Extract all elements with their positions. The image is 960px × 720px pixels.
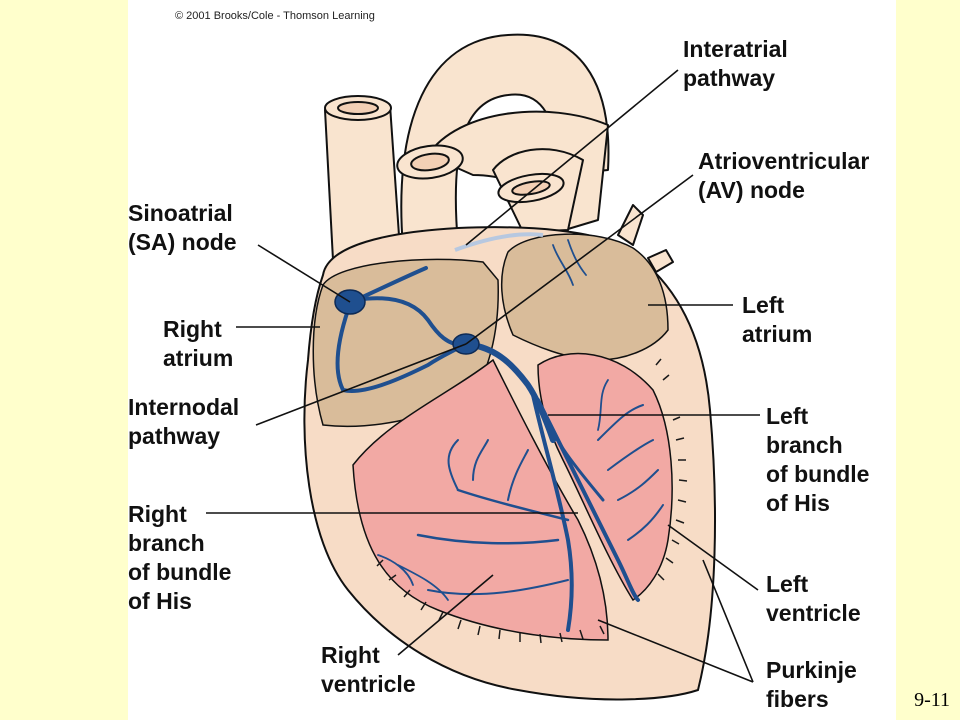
great-vessels xyxy=(324,33,674,273)
slide-number: 9-11 xyxy=(914,689,950,711)
leader-av-node xyxy=(465,174,694,345)
leader-purkinje-1 xyxy=(702,559,754,683)
label-line: Interatrial xyxy=(683,36,788,62)
heart-conduction-figure: © 2001 Brooks/Cole - Thomson Learning In… xyxy=(128,0,896,720)
label-line: Left xyxy=(766,571,809,597)
label-right-branch-bundle-of-his: Right branch of bundle of His xyxy=(128,500,231,616)
leader-interatrial xyxy=(465,69,679,246)
label-left-branch-bundle-of-his: Left branch of bundle of His xyxy=(766,402,869,518)
leader-purkinje-2 xyxy=(597,619,754,683)
copyright-notice: © 2001 Brooks/Cole - Thomson Learning xyxy=(175,10,375,22)
label-sa-node: Sinoatrial (SA) node xyxy=(128,199,237,257)
label-right-atrium: Right atrium xyxy=(163,315,233,373)
label-line: Left xyxy=(766,403,809,429)
leader-right-ventricle xyxy=(397,574,494,656)
right-ventricle-chamber xyxy=(352,358,609,641)
purkinje-fiber-marks xyxy=(376,358,688,644)
label-line: Left xyxy=(742,292,785,318)
leader-sa-node xyxy=(257,244,351,303)
label-line: Atrioventricular xyxy=(698,148,870,174)
label-line: Sinoatrial xyxy=(128,200,233,226)
label-line: Right xyxy=(128,501,187,527)
label-line: (SA) node xyxy=(128,229,237,255)
label-av-node: Atrioventricular (AV) node xyxy=(698,147,869,205)
label-line: of His xyxy=(128,588,192,614)
pulmonary-vein-2 xyxy=(647,249,674,273)
label-line: (AV) node xyxy=(698,177,805,203)
label-left-ventricle: Left ventricle xyxy=(766,570,861,628)
label-line: ventricle xyxy=(766,600,861,626)
label-line: Right xyxy=(163,316,222,342)
label-purkinje-fibers: Purkinje fibers xyxy=(766,656,857,714)
label-line: of His xyxy=(766,490,830,516)
label-line: Internodal xyxy=(128,394,240,420)
label-line: Purkinje xyxy=(766,657,857,683)
label-line: Right xyxy=(321,642,380,668)
label-line: atrium xyxy=(742,321,813,347)
aortic-arch xyxy=(400,33,610,249)
label-line: of bundle xyxy=(766,461,870,487)
heart-diagram xyxy=(206,33,760,701)
label-line: branch xyxy=(128,530,205,556)
label-line: atrium xyxy=(163,345,234,371)
leader-lines xyxy=(206,69,760,683)
pulmonary-vein-1 xyxy=(617,204,644,246)
label-interatrial-pathway: Interatrial pathway xyxy=(683,35,788,93)
label-line: branch xyxy=(766,432,843,458)
leader-internodal xyxy=(255,343,467,426)
leader-left-ventricle xyxy=(667,524,759,591)
label-line: pathway xyxy=(128,423,221,449)
label-line: ventricle xyxy=(321,671,416,697)
label-line: of bundle xyxy=(128,559,232,585)
left-atrium-chamber xyxy=(500,233,669,361)
label-right-ventricle: Right ventricle xyxy=(321,641,416,699)
label-line: fibers xyxy=(766,686,829,712)
label-internodal-pathway: Internodal pathway xyxy=(128,393,239,451)
label-line: pathway xyxy=(683,65,776,91)
label-left-atrium: Left atrium xyxy=(742,291,812,349)
interatrial-pathway xyxy=(454,232,544,252)
